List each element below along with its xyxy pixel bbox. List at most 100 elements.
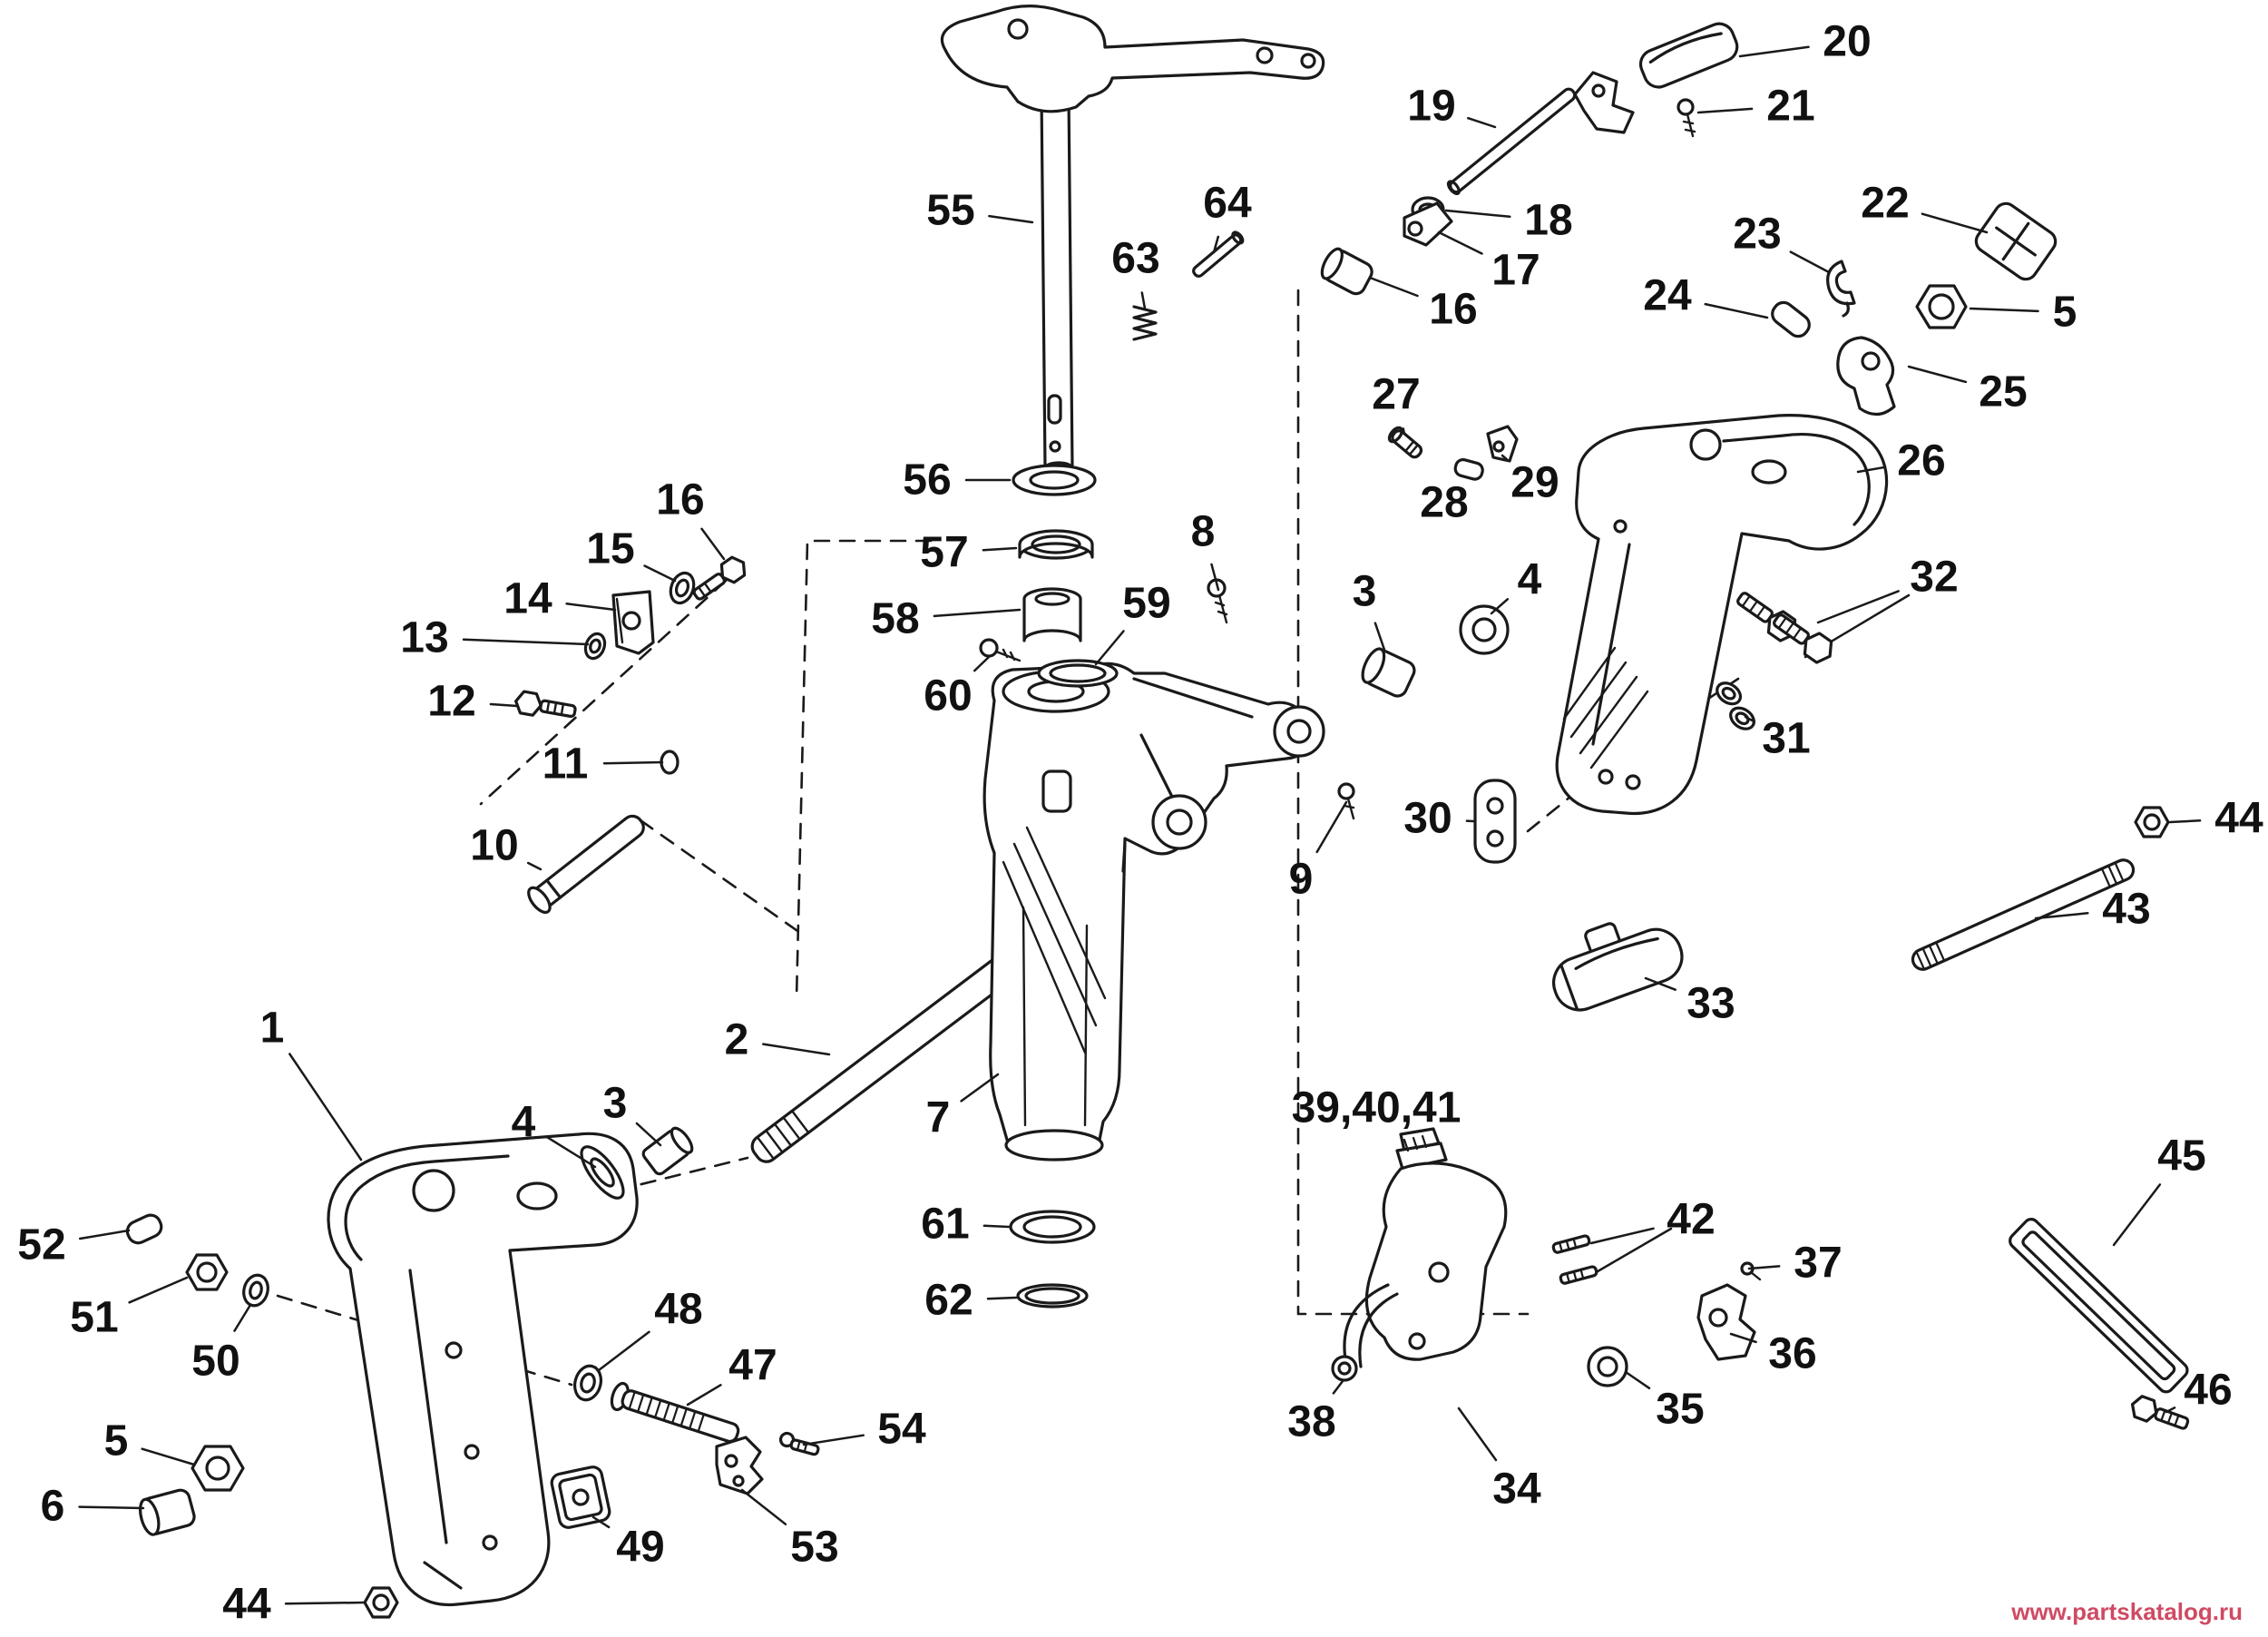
part-label-39-40-41: 39,40,41 xyxy=(1291,1083,1461,1132)
leader-line xyxy=(526,861,543,871)
leader-line xyxy=(1856,466,1885,474)
locknut-51-drawing xyxy=(185,1253,229,1291)
part-label-14: 14 xyxy=(503,574,552,623)
bolt-32b-drawing xyxy=(1773,613,1833,664)
leader-line xyxy=(128,1276,189,1304)
leader-line xyxy=(1907,365,1968,384)
rod-43-drawing xyxy=(1911,858,2136,971)
leader-line xyxy=(1738,45,1810,58)
leader-line xyxy=(1457,1407,1498,1462)
part-label-36: 36 xyxy=(1768,1329,1817,1378)
part-label-60: 60 xyxy=(924,671,973,720)
screw-27-drawing xyxy=(1387,426,1423,459)
washer-50-drawing xyxy=(242,1273,269,1308)
part-label-47: 47 xyxy=(728,1341,777,1390)
nut-5-left-drawing xyxy=(191,1445,245,1492)
plate-30-drawing xyxy=(1473,779,1517,864)
part-label-43: 43 xyxy=(2102,885,2151,934)
leader-line xyxy=(643,564,677,583)
leader-line xyxy=(973,655,991,672)
part-label-34: 34 xyxy=(1492,1465,1541,1514)
part-label-48: 48 xyxy=(654,1285,703,1334)
leader-line xyxy=(1696,107,1754,114)
leader-line xyxy=(78,1229,131,1240)
bushing-3-right-drawing xyxy=(1361,647,1416,698)
clip-53-drawing xyxy=(715,1436,764,1495)
leader-line xyxy=(1744,715,1755,722)
leader-line xyxy=(78,1505,145,1510)
part-label-42: 42 xyxy=(1667,1195,1716,1244)
part-label-6: 6 xyxy=(40,1482,65,1531)
grip-20-drawing xyxy=(1638,22,1739,89)
leader-line xyxy=(1816,590,1900,624)
nut-44-right-drawing xyxy=(2134,806,2170,838)
part-label-17: 17 xyxy=(1491,246,1540,295)
leader-line xyxy=(1729,1332,1757,1344)
part-label-5: 5 xyxy=(103,1416,129,1465)
leader-line xyxy=(1210,563,1220,592)
cap-52-drawing xyxy=(125,1213,163,1245)
part-label-61: 61 xyxy=(921,1200,970,1249)
part-label-30: 30 xyxy=(1403,794,1452,843)
part-label-46: 46 xyxy=(2184,1366,2233,1415)
leader-line xyxy=(1624,1370,1651,1390)
part-label-18: 18 xyxy=(1524,196,1573,245)
part-label-32: 32 xyxy=(1910,553,1959,602)
cam-25-drawing xyxy=(1836,336,1896,417)
part-label-54: 54 xyxy=(877,1405,926,1454)
leader-line xyxy=(2165,1407,2176,1414)
part-label-53: 53 xyxy=(790,1523,839,1572)
part-label-62: 62 xyxy=(924,1276,973,1325)
pin-11-drawing xyxy=(660,750,679,775)
part-label-52: 52 xyxy=(17,1220,66,1269)
tilt-tube-drawing xyxy=(750,949,1023,1163)
washer-4-right-drawing xyxy=(1459,604,1510,655)
part-label-19: 19 xyxy=(1407,82,1456,131)
bolt-10-drawing xyxy=(527,814,645,915)
part-label-38: 38 xyxy=(1287,1397,1336,1446)
leader-line xyxy=(141,1447,196,1466)
part-label-33: 33 xyxy=(1686,979,1735,1028)
ring-62-drawing xyxy=(1016,1283,1089,1309)
part-label-16: 16 xyxy=(1429,285,1478,334)
tilt-rod-19-drawing xyxy=(1446,71,1635,196)
leader-line xyxy=(1368,276,1419,298)
part-label-37: 37 xyxy=(1794,1239,1843,1288)
part-label-20: 20 xyxy=(1823,17,1872,66)
leader-line xyxy=(546,1136,597,1169)
bushing-3-left-drawing xyxy=(641,1126,694,1176)
cap-6-drawing xyxy=(139,1488,196,1536)
leader-line xyxy=(933,608,1022,618)
washers-31-drawing xyxy=(1716,681,1755,730)
leader-line xyxy=(1704,302,1769,319)
bolt-46-drawing xyxy=(2130,1395,2190,1430)
leader-line xyxy=(565,603,617,612)
seal-57-drawing xyxy=(1018,529,1094,560)
part-label-55: 55 xyxy=(926,186,975,235)
part-label-21: 21 xyxy=(1766,82,1815,131)
part-label-49: 49 xyxy=(616,1523,665,1572)
leader-line xyxy=(602,760,664,765)
part-label-50: 50 xyxy=(191,1337,240,1386)
leader-line xyxy=(489,702,519,708)
leader-line xyxy=(2034,912,2089,920)
bracket-14-drawing xyxy=(611,590,655,655)
anode-45-drawing xyxy=(2009,1218,2189,1394)
leader-line xyxy=(1437,230,1483,255)
leader-line xyxy=(635,1122,662,1147)
part-label-12: 12 xyxy=(427,677,476,726)
nut-5-right-drawing xyxy=(1915,284,1968,329)
leader-line xyxy=(1747,1265,1781,1270)
leader-line xyxy=(1140,291,1147,310)
watermark-link[interactable]: www.partskatalog.ru xyxy=(2011,1598,2243,1625)
part-label-44: 44 xyxy=(222,1580,271,1629)
part-label-10: 10 xyxy=(470,821,519,870)
leader-line xyxy=(1212,235,1220,254)
screws-42-drawing xyxy=(1551,1234,1598,1285)
cap-22-drawing xyxy=(1974,201,2058,281)
leader-line xyxy=(802,1434,865,1446)
clip-23-drawing xyxy=(1826,260,1856,318)
part-label-2: 2 xyxy=(724,1015,749,1064)
